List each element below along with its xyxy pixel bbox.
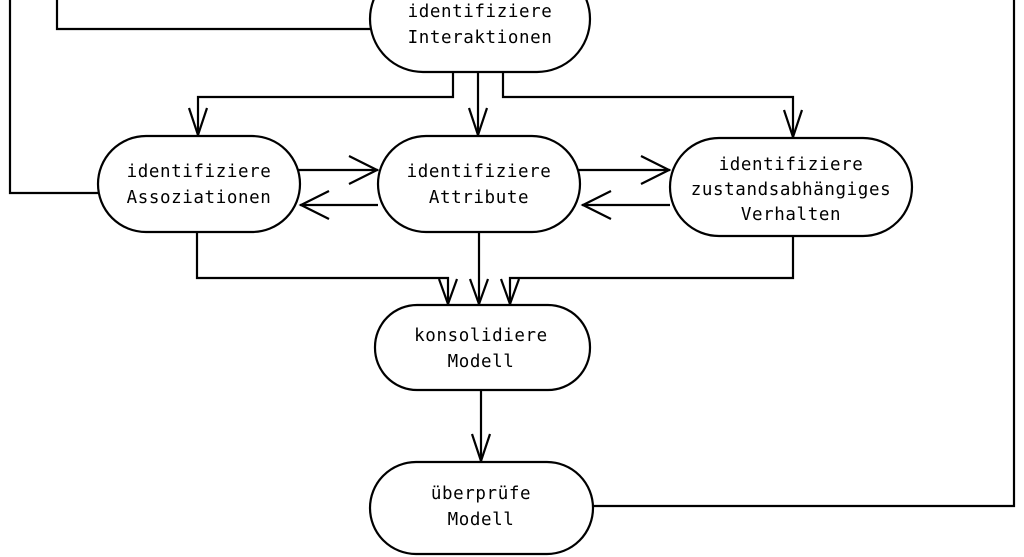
arrowhead-into-attribute-left: [348, 155, 380, 185]
node-assoziationen-label-line1: identifiziere: [127, 162, 272, 182]
edge-assoziationen-feedback-left: [8, 0, 98, 195]
node-assoziationen-label-line2: Assoziationen: [127, 188, 272, 208]
node-konsolidiere-label-line1: konsolidiere: [414, 326, 548, 346]
node-interaktionen-label-line2: Interaktionen: [408, 28, 553, 48]
arrowhead-into-assoziationen-right: [298, 190, 330, 220]
node-verhalten-label-line3: Verhalten: [741, 205, 841, 225]
node-ueberpruefe-label-line2: Modell: [448, 510, 515, 530]
arrowhead-into-attribute-right: [580, 190, 612, 220]
node-attribute-label-line2: Attribute: [429, 188, 529, 208]
edge-interaktionen-to-verhalten: [501, 72, 795, 138]
node-assoziationen[interactable]: [96, 134, 302, 234]
node-verhalten-label-line1: identifiziere: [719, 155, 864, 175]
node-konsolidiere-label-line2: Modell: [448, 352, 515, 372]
node-ueberpruefe[interactable]: [368, 460, 595, 556]
node-verhalten-label-line2: zustandsabhängiges: [691, 180, 891, 200]
node-ueberpruefe-label-line1: überprüfe: [431, 484, 531, 504]
arrowhead-into-verhalten-left: [640, 155, 672, 185]
node-interaktionen[interactable]: [368, 0, 592, 74]
node-konsolidiere[interactable]: [373, 303, 592, 392]
edge-interaktionen-to-assoziationen: [196, 72, 455, 136]
edge-interaktionen-feedback-left: [55, 0, 370, 31]
node-interaktionen-label-line1: identifiziere: [408, 2, 553, 22]
edge-assoziationen-to-konsolidiere: [195, 232, 450, 305]
edge-verhalten-to-konsolidiere: [508, 236, 795, 305]
node-labels: identifiziere Interaktionen identifizier…: [127, 2, 891, 530]
edge-ueberpruefe-feedback-right: [593, 0, 1016, 508]
node-verhalten[interactable]: [668, 136, 914, 238]
node-attribute-label-line1: identifiziere: [407, 162, 552, 182]
node-attribute[interactable]: [376, 134, 582, 234]
